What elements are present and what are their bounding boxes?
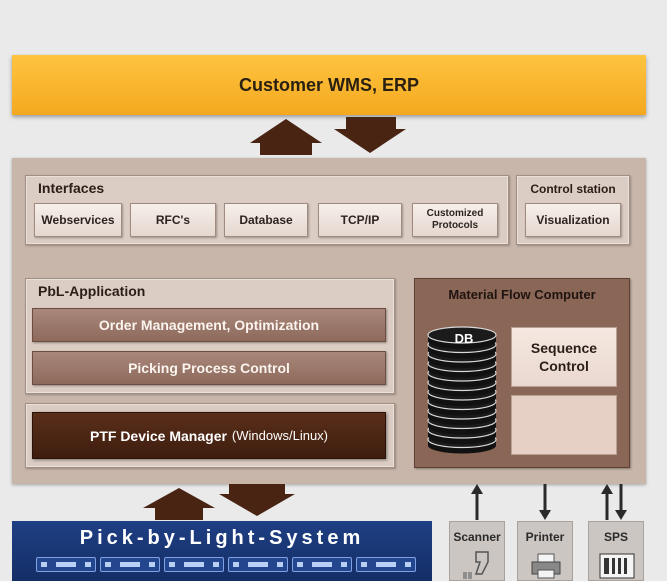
scanner-up-arrow-icon	[471, 484, 483, 520]
pick-by-light-device-icon	[36, 557, 96, 572]
pbl-exchange-arrows	[143, 484, 295, 520]
ptf-device-manager-panel: PTF Device Manager (Windows/Linux)	[25, 403, 395, 468]
order-management-bar: Order Management, Optimization	[32, 308, 386, 342]
pick-by-light-device-icon	[356, 557, 416, 572]
peripheral-arrows	[471, 484, 627, 520]
pick-by-light-system-bar: Pick-by-Light-System	[12, 521, 432, 581]
sps-box: SPS	[588, 521, 644, 581]
control-station-panel: Control station Visualization	[516, 175, 630, 245]
material-flow-computer-panel: Material Flow Computer DB Sequence Contr…	[414, 278, 630, 468]
ptf-device-manager-label: PTF Device Manager	[89, 427, 227, 444]
ptf-device-manager-bar: PTF Device Manager (Windows/Linux)	[32, 412, 386, 459]
picking-process-control-bar: Picking Process Control	[32, 351, 386, 385]
interface-tcp-ip: TCP/IP	[318, 203, 402, 237]
down-arrow-icon	[334, 117, 406, 153]
printer-down-arrow-icon	[539, 484, 551, 520]
pbl-application-panel: PbL-Application Order Management, Optimi…	[25, 278, 395, 394]
ptf-os-label: (Windows/Linux)	[231, 428, 329, 443]
pick-by-light-device-icon	[164, 557, 224, 572]
pick-by-light-device-icon	[100, 557, 160, 572]
pick-by-light-device-icon	[292, 557, 352, 572]
customer-wms-erp-label: Customer WMS, ERP	[238, 74, 420, 95]
up-arrow-icon	[250, 119, 322, 155]
customer-wms-erp-bar: Customer WMS, ERP	[12, 55, 646, 115]
interface-database: Database	[224, 203, 308, 237]
pick-by-light-device-icon	[228, 557, 288, 572]
down-arrow-icon	[219, 484, 295, 516]
sps-up-arrow-icon	[601, 484, 613, 520]
scanner-label: Scanner	[453, 530, 501, 544]
printer-icon	[531, 553, 561, 579]
sps-label: SPS	[603, 530, 628, 544]
printer-box: Printer	[517, 521, 573, 581]
interfaces-title: Interfaces	[38, 180, 105, 196]
pick-by-light-system-label: Pick-by-Light-System	[79, 527, 365, 549]
database-stack-icon	[427, 326, 497, 454]
plc-icon	[599, 553, 635, 579]
up-arrow-icon	[143, 488, 215, 520]
control-station-title: Control station	[530, 182, 616, 196]
pbl-application-title: PbL-Application	[38, 283, 146, 299]
database-label: DB	[454, 331, 474, 346]
sequence-control-empty-box	[511, 395, 617, 455]
material-flow-computer-title: Material Flow Computer	[448, 287, 596, 302]
sps-down-arrow-icon	[615, 484, 627, 520]
interface-rfcs: RFC's	[130, 203, 216, 237]
sequence-control-box: Sequence Control	[511, 327, 617, 387]
wms-exchange-arrows	[250, 117, 406, 155]
database-disk	[427, 326, 497, 349]
visualization-box: Visualization	[525, 203, 621, 237]
barcode-scanner-icon	[463, 551, 489, 579]
interface-customized-protocols: Customized Protocols	[412, 203, 498, 237]
printer-label: Printer	[525, 530, 565, 544]
interface-webservices: Webservices	[34, 203, 122, 237]
scanner-box: Scanner	[449, 521, 505, 581]
interfaces-panel: Interfaces Webservices RFC's Database TC…	[25, 175, 509, 245]
